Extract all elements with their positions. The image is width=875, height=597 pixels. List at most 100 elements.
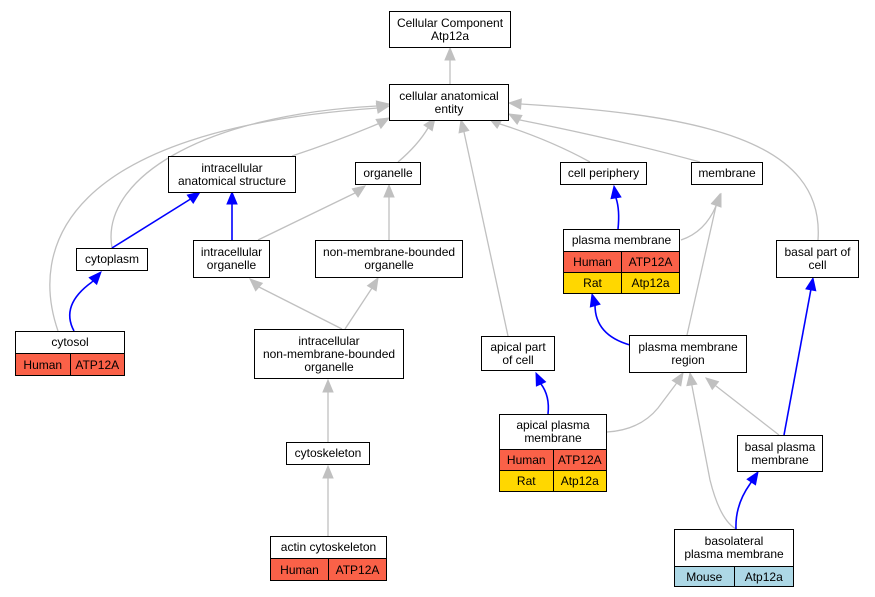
arrowhead-icon [88, 271, 102, 286]
ortholog-row: Mouse Atp12a [675, 566, 793, 586]
arrowhead-icon [746, 470, 759, 486]
node-intracellular-organelle[interactable]: intracellular organelle [193, 240, 270, 278]
is-a-edge [499, 123, 591, 163]
gene-symbol-cell: ATP12A [552, 450, 607, 470]
arrowhead-icon [610, 184, 622, 200]
part-of-edge [783, 288, 812, 436]
gene-symbol-cell: ATP12A [328, 559, 386, 580]
is-a-edge [520, 103, 819, 241]
species-cell: Rat [516, 474, 536, 488]
part-of-edge [540, 383, 550, 415]
node-cellular-anatomical-entity[interactable]: cellular anatomical entity [389, 84, 509, 121]
node-label: cytoplasm [84, 252, 140, 266]
is-a-edge [680, 205, 717, 241]
is-a-edge [258, 286, 343, 330]
arrowhead-icon [383, 183, 395, 198]
arrowhead-icon [322, 378, 334, 393]
node-cell-periphery[interactable]: cell periphery [560, 162, 647, 185]
part-of-edge [69, 281, 93, 332]
species-cell: Mouse [686, 569, 723, 584]
arrowhead-icon [375, 102, 391, 114]
arrowhead-icon [351, 185, 367, 198]
arrowhead-icon [226, 190, 238, 205]
part-of-edge [594, 304, 631, 346]
node-label: membrane [698, 166, 756, 180]
gene-symbol-cell: ATP12A [621, 252, 679, 272]
node-intracellular-anatomical-structure[interactable]: intracellular anatomical structure [168, 156, 296, 193]
is-a-edge [291, 122, 381, 157]
is-a-edge [715, 385, 780, 436]
arrowhead-icon [186, 191, 202, 205]
species-cell: Human [573, 255, 612, 269]
node-basal-plasma-membrane[interactable]: basal plasma membrane [737, 435, 823, 472]
is-a-edge [49, 107, 379, 332]
node-label: cytosol [51, 335, 89, 349]
species-cell: Human [506, 453, 546, 467]
node-label: plasma membrane [571, 233, 672, 247]
is-a-edge [519, 119, 701, 163]
arrowhead-icon [444, 46, 456, 61]
arrowhead-icon [423, 116, 436, 132]
arrowhead-icon [704, 377, 720, 391]
node-label: basal plasma membrane [744, 439, 816, 467]
node-label: cytoskeleton [294, 446, 362, 460]
arrowhead-icon [805, 276, 817, 292]
is-a-edge [686, 205, 717, 336]
is-a-edge [344, 287, 373, 330]
arrowhead-icon [322, 464, 334, 479]
node-label: apical plasma membrane [516, 418, 590, 445]
part-of-edge [615, 197, 620, 230]
ortholog-row: Human ATP12A [500, 449, 606, 470]
node-plasma-membrane-region[interactable]: plasma membrane region [629, 335, 747, 373]
node-label: cell periphery [567, 166, 640, 180]
ortholog-row: Rat Atp12a [500, 470, 606, 491]
gene-symbol-cell: Atp12a [552, 471, 607, 491]
ortholog-row: Human ATP12A [564, 251, 679, 272]
node-cellular-component[interactable]: Cellular Component Atp12a [389, 11, 511, 48]
is-a-edge [397, 127, 429, 163]
node-cytoskeleton[interactable]: cytoskeleton [286, 442, 370, 465]
part-of-edge [735, 483, 751, 530]
arrowhead-icon [535, 371, 547, 387]
node-label: plasma membrane region [638, 340, 738, 367]
is-a-edge [110, 105, 378, 249]
node-label: basolateral plasma membrane [684, 534, 784, 561]
arrowhead-icon [366, 276, 379, 292]
gene-symbol-cell: Atp12a [621, 273, 679, 293]
node-intracellular-non-membrane-bounded-organelle[interactable]: intracellular non-membrane-bounded organ… [254, 329, 404, 379]
arrowhead-icon [507, 98, 522, 110]
species-cell: Human [23, 357, 63, 372]
arrowhead-icon [671, 371, 684, 387]
is-a-edge [606, 383, 677, 433]
node-label: non-membrane-bounded organelle [322, 245, 456, 272]
node-label: basal part of cell [784, 245, 851, 272]
node-membrane[interactable]: membrane [691, 162, 763, 185]
node-apical-part-of-cell[interactable]: apical part of cell [481, 336, 555, 371]
is-a-edge [257, 192, 356, 241]
gene-symbol-cell: Atp12a [733, 567, 794, 586]
node-label: cellular anatomical entity [399, 88, 499, 116]
node-label: apical part of cell [490, 339, 546, 367]
is-a-edge [463, 131, 509, 337]
arrowhead-icon [507, 113, 523, 126]
node-label: organelle [363, 166, 413, 180]
node-label: intracellular anatomical structure [177, 160, 287, 188]
node-label: actin cytoskeleton [280, 540, 377, 554]
arrowhead-icon [686, 371, 698, 387]
node-non-membrane-bounded-organelle[interactable]: non-membrane-bounded organelle [315, 240, 463, 278]
node-basal-part-of-cell[interactable]: basal part of cell [776, 240, 859, 278]
node-organelle[interactable]: organelle [355, 162, 421, 185]
node-cytoplasm[interactable]: cytoplasm [76, 248, 148, 271]
arrowhead-icon [375, 117, 391, 130]
arrowhead-icon [589, 292, 601, 308]
arrowhead-icon [249, 278, 264, 292]
